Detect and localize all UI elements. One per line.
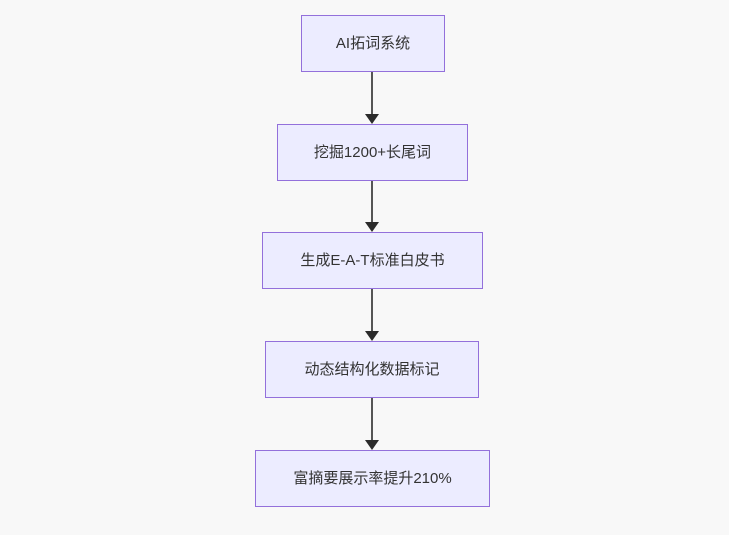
flowchart-node-ai-word-expansion-system: AI拓词系统: [301, 15, 445, 72]
arrow-head-down-icon: [365, 114, 379, 124]
node-label: 挖掘1200+长尾词: [313, 143, 432, 161]
arrow-head-down-icon: [365, 331, 379, 341]
flowchart-node-dynamic-structured-data-markup: 动态结构化数据标记: [265, 341, 479, 398]
flowchart-edge-2-to-3: [365, 181, 379, 232]
node-label: 生成E-A-T标准白皮书: [300, 251, 445, 269]
arrow-head-down-icon: [365, 222, 379, 232]
arrow-line: [371, 289, 373, 331]
flowchart-node-generate-eat-whitepaper: 生成E-A-T标准白皮书: [262, 232, 483, 289]
node-label: AI拓词系统: [335, 34, 411, 52]
node-label: 富摘要展示率提升210%: [293, 469, 452, 487]
flowchart-node-rich-snippet-rate-increase: 富摘要展示率提升210%: [255, 450, 490, 507]
flowchart-node-mine-longtail-keywords: 挖掘1200+长尾词: [277, 124, 468, 181]
node-label: 动态结构化数据标记: [304, 360, 440, 378]
flowchart-edge-3-to-4: [365, 289, 379, 341]
arrow-line: [371, 72, 373, 114]
flowchart-edge-4-to-5: [365, 398, 379, 450]
arrow-line: [371, 398, 373, 440]
flowchart-edge-1-to-2: [365, 72, 379, 124]
arrow-head-down-icon: [365, 440, 379, 450]
arrow-line: [371, 181, 373, 222]
